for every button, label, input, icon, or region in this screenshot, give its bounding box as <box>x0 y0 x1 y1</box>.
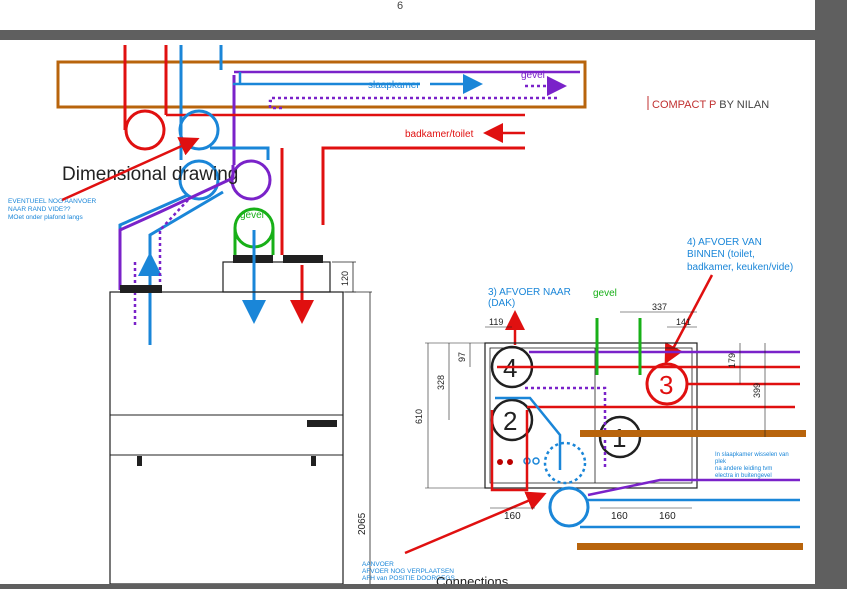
ceiling-duct-box <box>56 60 587 109</box>
red-duct-circle <box>124 109 166 151</box>
connector-3-label: 3 <box>659 370 673 400</box>
blue-circle-bottom <box>548 486 590 528</box>
dim-160b: 160 <box>611 511 628 522</box>
note-aanvoer: AANVOER AFVOER NOG VERPLAATSEN AFH van P… <box>362 561 456 582</box>
label-gevel-green: gevel <box>240 210 264 221</box>
dim-328: 328 <box>436 375 446 390</box>
green-pipes <box>595 318 642 375</box>
brown-beam-2 <box>577 543 803 550</box>
dim-97: 97 <box>457 352 467 362</box>
connections-inner <box>489 347 693 484</box>
afvoer-van-arrow <box>664 274 714 365</box>
dim-160c: 160 <box>659 511 676 522</box>
unit-left-spigot <box>120 285 162 293</box>
port-dot <box>532 457 540 465</box>
purple-dotted-conn <box>525 386 607 470</box>
dim-399: 399 <box>752 383 762 398</box>
connections-outline <box>484 342 698 489</box>
blue-diag-conn <box>495 396 562 470</box>
brown-beam-1 <box>580 430 806 437</box>
dim-610: 610 <box>414 409 424 424</box>
label-afvoer-naar: 3) AFVOER NAAR (DAK) <box>488 287 574 309</box>
purple-dotted-duct <box>268 96 560 110</box>
label-badkamer: badkamer/toilet <box>405 129 474 140</box>
page-number: 6 <box>397 0 403 12</box>
aanvoer-arrow <box>404 491 547 555</box>
viewer-scroll-area[interactable] <box>815 0 847 584</box>
dim-179: 179 <box>727 353 737 368</box>
unit-foot <box>137 456 142 466</box>
eventueel-arrow <box>61 137 200 202</box>
dim-141: 141 <box>676 317 691 327</box>
blue-duct-line <box>233 72 420 86</box>
dim-120: 120 <box>340 271 350 286</box>
heading-connections: Connections <box>436 574 509 584</box>
connector-2-label: 2 <box>503 406 517 436</box>
red-loop <box>490 405 795 492</box>
red-badkamer-line <box>321 146 525 225</box>
purple-bottom-line <box>587 478 800 497</box>
connector-1-label: 1 <box>612 423 626 453</box>
note-eventueel: EVENTUEEL NOG AANVOER NAAR RAND VIDE?? M… <box>8 198 98 221</box>
port-dot <box>507 459 513 465</box>
blue-diagonal-duct <box>148 190 224 345</box>
purple-diagonal-duct <box>118 165 235 290</box>
spigot-2 <box>283 255 323 263</box>
note-slaapkamer-wisselen: In slaapkamer wisselen van plek na ander… <box>715 452 790 479</box>
previous-page <box>0 0 815 30</box>
dim-119: 119 <box>489 317 503 327</box>
dim-160a: 160 <box>504 511 521 522</box>
port-dot <box>497 459 503 465</box>
dim-337: 337 <box>652 302 667 312</box>
unit-foot <box>311 456 316 466</box>
green-duct-legs <box>233 228 275 255</box>
unit-display <box>307 420 337 427</box>
blue-dotted-circle <box>543 441 587 485</box>
blue-duct-circle-mid <box>178 159 220 201</box>
label-gevel-top: gevel <box>521 70 545 81</box>
brand-name: COMPACT P BY NILAN <box>652 99 769 111</box>
dim-2065: 2065 <box>357 512 368 535</box>
label-gevel-right: gevel <box>593 288 617 299</box>
label-afvoer-van: 4) AFVOER VAN BINNEN (toilet, badkamer, … <box>687 237 793 273</box>
heading-dimensional-drawing: Dimensional drawing <box>62 164 238 185</box>
blue-elbow <box>210 146 270 160</box>
label-slaapkamer: slaapkamer <box>368 80 420 91</box>
